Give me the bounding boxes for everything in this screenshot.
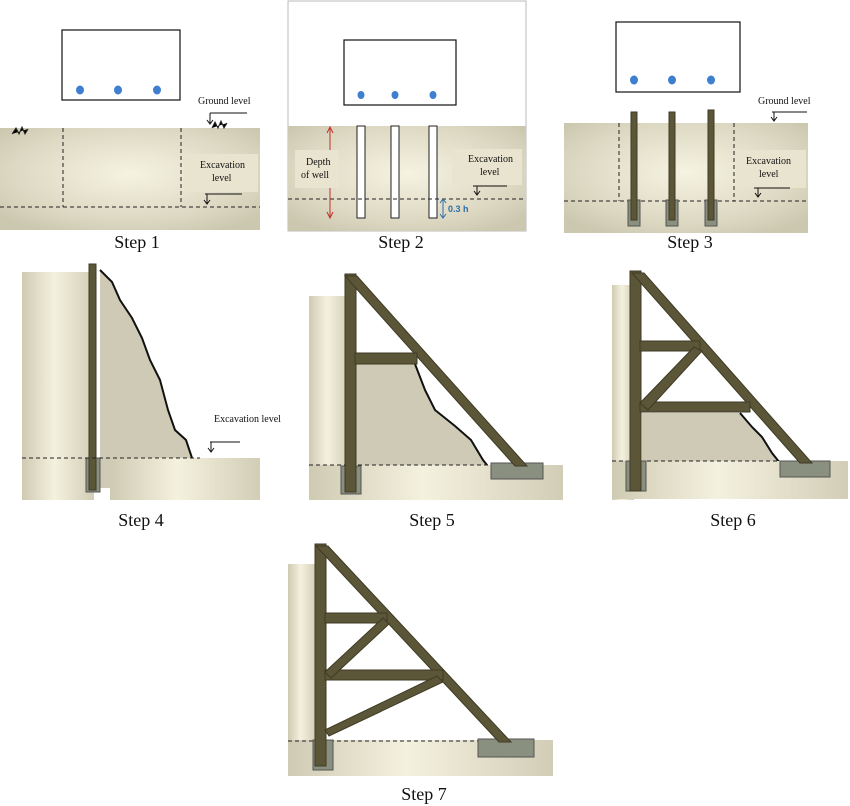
excavation-label-line2: level <box>212 173 232 184</box>
steel-horizontal-strut <box>639 340 701 352</box>
ground-arrow-icon <box>206 113 214 125</box>
steel-column <box>344 273 357 493</box>
steel-column <box>88 263 97 491</box>
well-shaft <box>428 125 438 219</box>
slope-crack-line <box>414 363 492 471</box>
depth-label-box <box>295 150 339 188</box>
excavation-arrow-icon <box>203 194 211 205</box>
sloped-soil-face <box>355 364 491 470</box>
sloped-soil-face <box>642 413 780 463</box>
steel-diagonal-strut <box>343 275 529 467</box>
excavation-label-line2: level <box>759 169 779 180</box>
step-1-diagram: Ground level Excavation level <box>0 29 260 230</box>
step-2-diagram: Depth of well Excavation level 0.3 h <box>287 0 527 232</box>
steel-horizontal-strut <box>324 669 444 681</box>
depth-arrow-head-icon <box>326 125 334 220</box>
step-6-diagram <box>612 270 848 500</box>
step-1-panel: Ground level Excavation level <box>0 0 262 235</box>
steel-column <box>630 111 638 221</box>
step-7-diagram <box>288 543 553 776</box>
ground-level-label: Ground level <box>758 96 811 107</box>
excavation-label-line1: Excavation <box>746 156 791 167</box>
step-3-diagram: Ground level Excavation level <box>564 21 811 233</box>
depth-label-line1: Depth <box>306 157 330 168</box>
well-shaft <box>390 125 400 219</box>
slope-crack-line <box>739 412 781 464</box>
excavation-label-box <box>736 150 806 188</box>
ground-level-label: Ground level <box>198 96 251 107</box>
step-7-caption: Step 7 <box>401 784 447 804</box>
step-2-caption: Step 2 <box>378 232 424 252</box>
step-5-diagram <box>309 273 563 500</box>
steel-column <box>668 111 676 221</box>
step-6-caption: Step 6 <box>710 510 756 530</box>
step-7-panel <box>285 540 555 780</box>
left-soil-mass <box>22 272 94 500</box>
ground-arrow-icon <box>770 112 778 122</box>
excavation-arrow-icon <box>207 442 215 453</box>
building-outline <box>61 29 181 101</box>
step-4-diagram: Excavation level <box>22 263 281 500</box>
step-4-panel: Excavation level <box>20 260 285 505</box>
steel-bracing <box>324 675 444 737</box>
steel-column <box>707 109 715 221</box>
excavation-arrow-icon <box>473 186 481 196</box>
steel-bracing <box>639 346 703 411</box>
left-soil-mass <box>612 285 634 500</box>
step-6-panel <box>610 265 850 505</box>
well-dot <box>668 75 676 85</box>
well-dot <box>707 75 715 85</box>
excavated-base <box>110 458 260 500</box>
steel-horizontal-strut <box>324 612 388 624</box>
steel-horizontal-strut <box>354 352 418 365</box>
well-dot <box>114 85 122 95</box>
steel-horizontal-strut <box>639 401 751 413</box>
step-5-panel <box>305 270 565 505</box>
excavation-label-line2: level <box>480 167 500 178</box>
step-3-panel: Ground level Excavation level <box>562 0 812 235</box>
building-outline <box>343 39 457 106</box>
building-outline <box>615 21 741 93</box>
well-dot <box>630 75 638 85</box>
well-dot <box>429 91 437 99</box>
step-5-caption: Step 5 <box>409 510 455 530</box>
step-3-caption: Step 3 <box>667 232 713 252</box>
excavation-label-line1: Excavation <box>200 160 245 171</box>
step-1-caption: Step 1 <box>114 232 160 252</box>
excavation-label-line1: Excavation <box>468 154 513 165</box>
step-4-caption: Step 4 <box>118 510 164 530</box>
excavation-arrow-icon <box>754 188 762 198</box>
grass-icon <box>11 119 228 136</box>
depth-label-line2: of well <box>301 170 329 181</box>
well-dot <box>391 91 399 99</box>
well-shaft <box>356 125 366 219</box>
excavation-label-box <box>452 149 522 185</box>
steel-diagonal-strut <box>630 272 814 464</box>
excavation-level-label: Excavation level <box>214 414 281 425</box>
well-dot <box>357 91 365 99</box>
steel-diagonal-strut <box>314 545 513 743</box>
steel-bracing <box>324 617 390 679</box>
sloped-soil-face <box>100 270 204 488</box>
step-2-panel: Depth of well Excavation level 0.3 h <box>287 0 527 235</box>
offset-arrow-head-icon <box>439 198 447 219</box>
steel-column <box>314 543 327 767</box>
well-dot <box>153 85 161 95</box>
excavation-label-box <box>184 154 258 192</box>
offset-label: 0.3 h <box>448 204 469 214</box>
well-dot <box>76 85 84 95</box>
steel-column <box>629 270 642 492</box>
